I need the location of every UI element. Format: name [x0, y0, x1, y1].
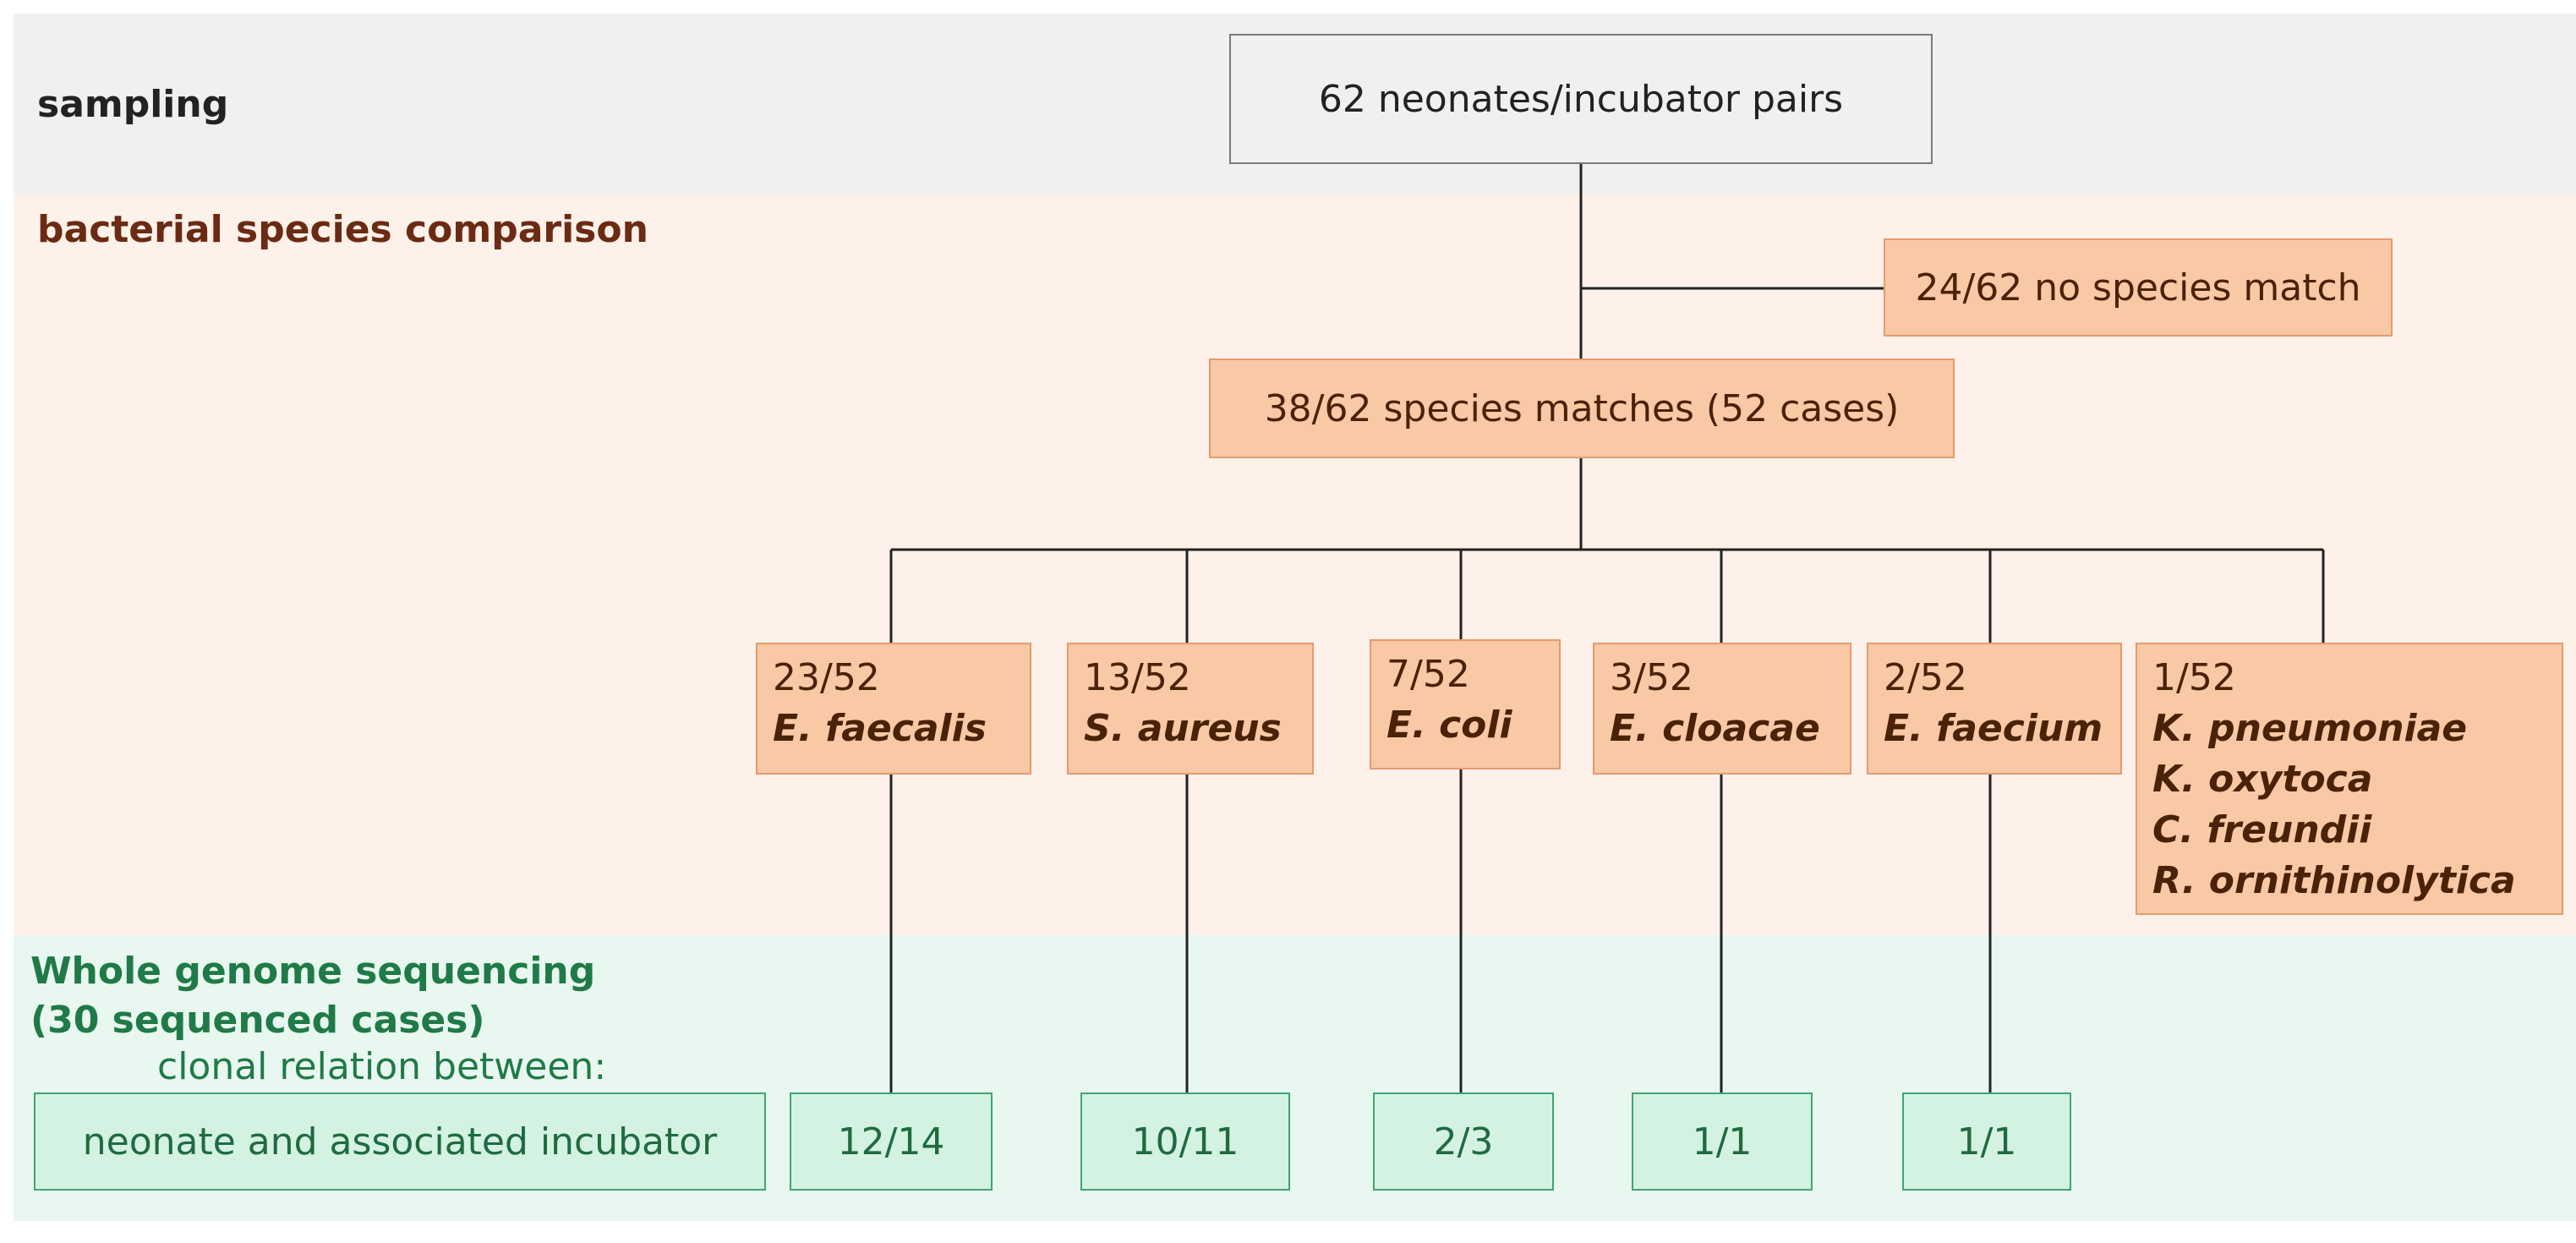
species-count: 13/52	[1084, 656, 1191, 699]
wgs-result-node: 10/11	[1080, 1092, 1290, 1191]
section-label-species-comparison: bacterial species comparison	[37, 208, 648, 251]
species-count: 3/52	[1610, 656, 1693, 699]
species-name: K. oxytoca	[2152, 758, 2373, 801]
wgs-result-text: 1/1	[1956, 1120, 2017, 1164]
species-count: 23/52	[773, 656, 880, 699]
neonate-incubator-text: neonate and associated incubator	[82, 1120, 718, 1164]
root-node-text: 62 neonates/incubator pairs	[1318, 77, 1844, 121]
no-match-text: 24/62 no species match	[1915, 266, 2361, 309]
wgs-result-node: 2/3	[1373, 1092, 1554, 1191]
wgs-result-node: 1/1	[1632, 1092, 1813, 1191]
wgs-result-text: 1/1	[1692, 1120, 1753, 1164]
species-name: K. pneumoniae	[2152, 707, 2468, 750]
root-node: 62 neonates/incubator pairs	[1229, 34, 1933, 164]
species-matches-text: 38/62 species matches (52 cases)	[1264, 386, 1900, 430]
section-label-wgs: Whole genome sequencing (30 sequenced ca…	[30, 947, 595, 1045]
species-name: E. cloacae	[1610, 707, 1820, 750]
species-count: 1/52	[2152, 656, 2236, 699]
species-count: 2/52	[1884, 656, 1967, 699]
species-node-multi: 1/52 K. pneumoniae K. oxytoca C. freundi…	[2136, 643, 2563, 915]
species-count: 7/52	[1386, 653, 1470, 696]
wgs-result-text: 10/11	[1131, 1120, 1239, 1164]
no-match-node: 24/62 no species match	[1884, 238, 2393, 337]
species-node: 2/52 E. faecium	[1867, 643, 2122, 775]
wgs-result-node: 12/14	[790, 1092, 993, 1191]
wgs-subtitle: (30 sequenced cases)	[30, 999, 485, 1042]
wgs-result-text: 2/3	[1433, 1120, 1494, 1164]
clonal-relation-label: clonal relation between:	[157, 1045, 607, 1088]
species-name: E. faecium	[1884, 707, 2103, 750]
wgs-result-node: 1/1	[1902, 1092, 2071, 1191]
species-node: 23/52 E. faecalis	[756, 643, 1031, 775]
neonate-incubator-node: neonate and associated incubator	[34, 1092, 766, 1191]
species-name: R. ornithinolytica	[2152, 859, 2516, 902]
species-node: 3/52 E. cloacae	[1593, 643, 1851, 775]
species-node: 13/52 S. aureus	[1067, 643, 1314, 775]
species-node: 7/52 E. coli	[1370, 639, 1561, 769]
section-label-sampling: sampling	[37, 83, 229, 126]
wgs-result-text: 12/14	[837, 1120, 945, 1164]
species-name: C. freundii	[2152, 808, 2372, 851]
species-name: S. aureus	[1084, 707, 1282, 750]
species-matches-node: 38/62 species matches (52 cases)	[1209, 359, 1955, 458]
wgs-title: Whole genome sequencing	[30, 950, 596, 993]
species-name: E. faecalis	[773, 707, 987, 750]
species-name: E. coli	[1386, 704, 1512, 747]
